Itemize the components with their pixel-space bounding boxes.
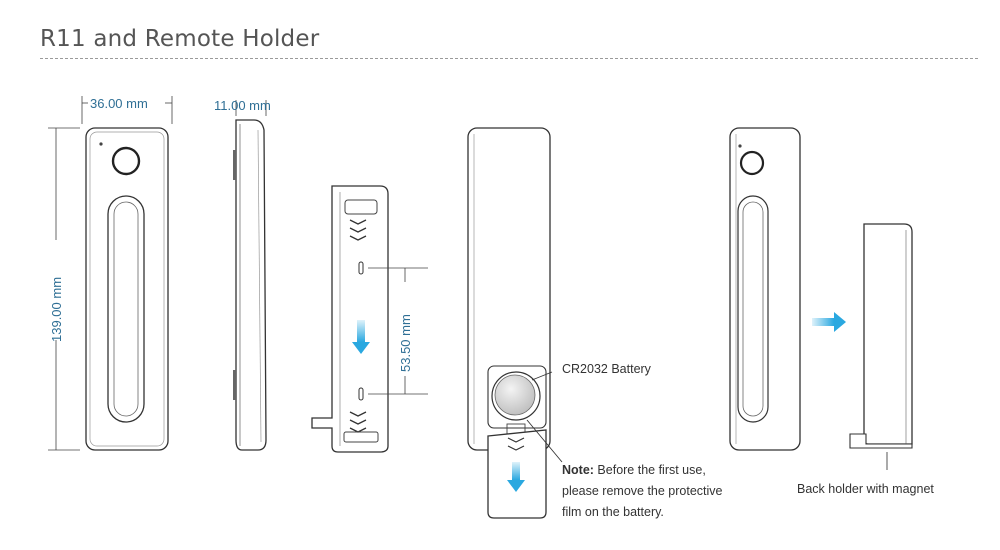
holder-label: Back holder with magnet [797,482,934,496]
remove-cover-arrow-icon [507,462,525,492]
battery-icon [494,374,536,416]
note-prefix: Note: [562,463,594,477]
remote-front-view [85,127,169,451]
hole-spacing-label: 53.50 mm [398,314,413,372]
remote-battery-view [467,127,563,519]
note-line-1: Before the first use, [594,463,706,477]
note-line-3: film on the battery. [562,505,664,519]
battery-note: Note: Before the first use, please remov… [562,463,723,519]
width-dimension: 36.00 mm [81,96,173,124]
battery-label: CR2032 Battery [562,362,652,376]
title-divider [40,58,978,59]
power-button-icon [111,146,141,176]
depth-dimension-label: 11.00 mm [214,98,271,113]
remote-side-view [233,119,267,451]
width-dimension-label: 36.00 mm [90,96,148,111]
back-holder-view [849,223,913,470]
page-title: R11 and Remote Holder [40,26,320,52]
height-dimension-label: 139.00 mm [49,277,64,342]
svg-text:Note: Before the first use,: Note: Before the first use, [562,463,706,477]
touch-slider-right-icon [737,195,769,423]
note-line-2: please remove the protective [562,484,723,498]
power-button-right-icon [739,150,765,176]
depth-dimension: 11.00 mm [214,98,271,116]
slide-down-arrow-icon [352,320,370,354]
remote-front-right-view [729,127,801,451]
hole-spacing-dimension: 53.50 mm [368,267,428,395]
touch-slider-icon [107,195,145,423]
holder-back-view [311,185,389,453]
attach-arrow-icon [812,312,846,332]
height-dimension: 139.00 mm [48,127,80,451]
